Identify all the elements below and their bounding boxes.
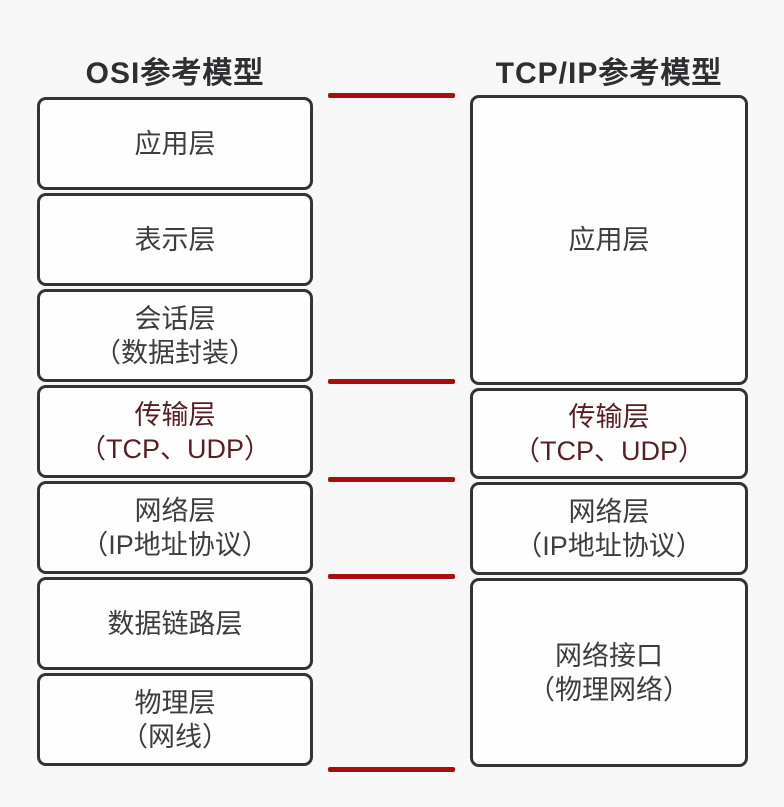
osi-model-title: OSI参考模型 xyxy=(85,57,265,90)
layer-name: 表示层 xyxy=(134,224,216,255)
layer-subtitle: （TCP、UDP） xyxy=(512,435,705,466)
tcpip-layer-network-interface: 网络接口 （物理网络） xyxy=(470,578,748,767)
layer-name: 应用层 xyxy=(134,128,216,159)
layer-subtitle: （网线） xyxy=(121,721,229,752)
layer-subtitle: （IP地址协议） xyxy=(81,529,269,560)
osi-layer-network: 网络层 （IP地址协议） xyxy=(37,481,313,574)
tcpip-layer-stack: 应用层 传输层 （TCP、UDP） 网络层 （IP地址协议） 网络接口 （物理网… xyxy=(470,95,748,767)
layer-name: 网络接口 xyxy=(555,640,663,671)
layer-name: 传输层 xyxy=(568,401,650,432)
osi-layer-presentation: 表示层 xyxy=(37,193,313,286)
osi-layer-application: 应用层 xyxy=(37,97,313,190)
layer-name: 物理层 xyxy=(134,687,216,718)
layer-name: 网络层 xyxy=(134,495,216,526)
layer-subtitle: （IP地址协议） xyxy=(515,530,703,561)
tcpip-layer-network: 网络层 （IP地址协议） xyxy=(470,482,748,575)
layer-name: 数据链路层 xyxy=(107,608,243,639)
layer-subtitle: （TCP、UDP） xyxy=(78,433,271,464)
layer-name: 传输层 xyxy=(134,399,216,430)
tcpip-model-title: TCP/IP参考模型 xyxy=(495,57,723,90)
osi-layer-physical: 物理层 （网线） xyxy=(37,673,313,766)
boundary-line-network-datalink xyxy=(328,574,455,579)
boundary-line-bottom xyxy=(328,767,455,772)
boundary-line-top xyxy=(328,93,455,98)
layer-subtitle: （数据封装） xyxy=(94,337,256,368)
tcpip-layer-application: 应用层 xyxy=(470,95,748,385)
osi-layer-transport: 传输层 （TCP、UDP） xyxy=(37,385,313,478)
boundary-line-session-transport xyxy=(328,379,455,384)
osi-layer-stack: 应用层 表示层 会话层 （数据封装） 传输层 （TCP、UDP） 网络层 （IP… xyxy=(37,97,313,766)
osi-layer-session: 会话层 （数据封装） xyxy=(37,289,313,382)
tcpip-layer-transport: 传输层 （TCP、UDP） xyxy=(470,388,748,479)
layer-name: 网络层 xyxy=(568,496,650,527)
boundary-line-transport-network xyxy=(328,477,455,482)
layer-name: 应用层 xyxy=(568,225,650,255)
layer-subtitle: （物理网络） xyxy=(528,674,690,705)
osi-layer-datalink: 数据链路层 xyxy=(37,577,313,670)
layer-name: 会话层 xyxy=(134,303,216,334)
